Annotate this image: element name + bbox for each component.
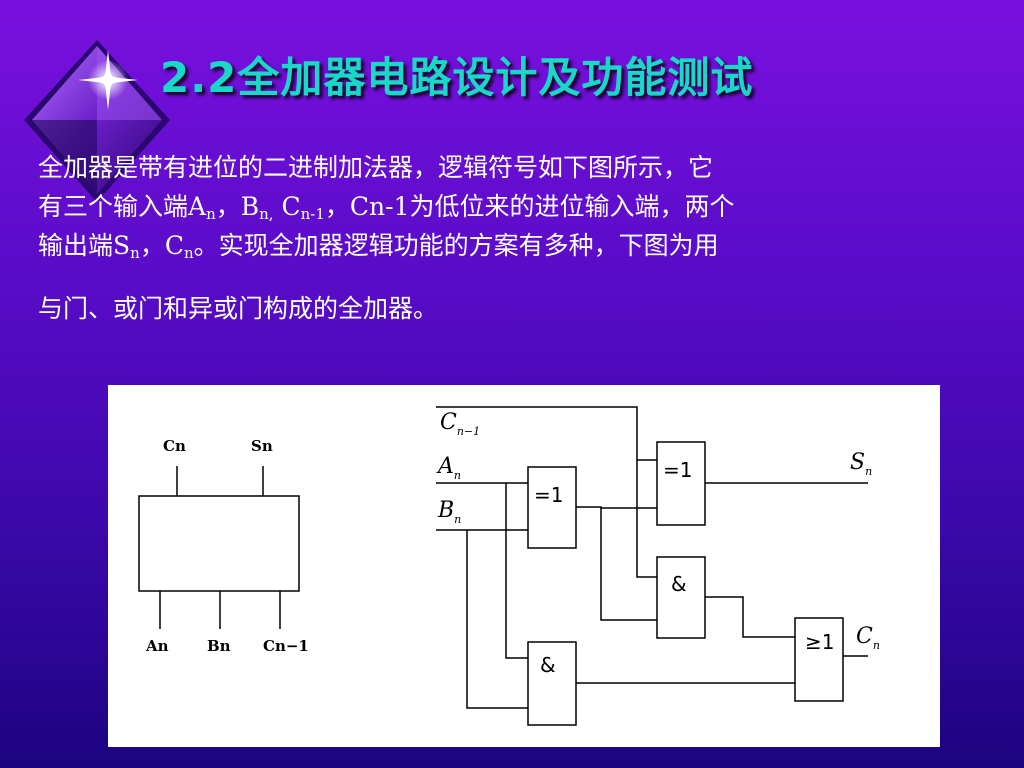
subscript: n, (259, 205, 274, 223)
label-sub: n (873, 639, 880, 652)
circuit-diagram: Cn Sn An Bn Cn−1 =1 =1 & & ≥1 Cn−1 An Bn… (138, 406, 880, 726)
subscript: n (130, 244, 140, 262)
and-gate-2-label: & (540, 653, 556, 677)
symbol-label-an: An (145, 637, 169, 655)
label-sub: n (865, 465, 872, 478)
full-adder-symbol-box (138, 495, 300, 592)
xor-gate-1-label: =1 (534, 483, 563, 507)
and-gate-1 (656, 556, 706, 639)
wires (436, 406, 868, 709)
paragraph-line-4: 与门、或门和异或门构成的全加器。 (38, 294, 439, 323)
and-gate-1-label: & (671, 572, 687, 596)
text-segment: 输出端S (38, 231, 131, 260)
subscript: n (183, 244, 194, 262)
xor-gate-2 (656, 441, 706, 526)
symbol-label-sn: Sn (251, 437, 273, 455)
or-gate-1 (794, 617, 844, 702)
subscript: n-1 (300, 205, 325, 223)
full-adder-figure: Cn Sn An Bn Cn−1 =1 =1 & & ≥1 Cn−1 An Bn… (108, 385, 940, 747)
text-segment: C (273, 192, 301, 221)
star-diamond-logo (24, 40, 170, 202)
paragraph-line-2: 有三个输入端An，Bn, Cn-1，Cn-1为低位来的进位输入端，两个 (38, 187, 968, 226)
label-main: S (850, 450, 865, 475)
symbol-label-cn: Cn (163, 437, 186, 455)
text-segment: ，C (139, 231, 184, 260)
input-label-cn-1: Cn−1 (440, 410, 480, 438)
label-main: B (437, 498, 454, 523)
label-sub: n−1 (457, 425, 480, 438)
label-sub: n (454, 469, 461, 482)
subscript: n (206, 205, 216, 223)
symbol-label-cn1: Cn−1 (263, 637, 309, 655)
text-segment: ，B (215, 192, 260, 221)
label-main: A (436, 454, 454, 479)
xor-gate-1 (527, 466, 577, 549)
label-main: C (440, 410, 457, 435)
input-label-an: An (436, 454, 461, 482)
label-sub: n (454, 513, 461, 526)
output-label-sn: Sn (850, 450, 872, 478)
text-segment: 。实现全加器逻辑功能的方案有多种，下图为用 (193, 231, 719, 260)
paragraph-line-1: 全加器是带有进位的二进制加法器，逻辑符号如下图所示，它 (38, 153, 714, 182)
text-segment: ，Cn-1为低位来的进位输入端，两个 (324, 192, 735, 221)
xor-gate-2-label: =1 (663, 458, 692, 482)
output-label-cn: Cn (856, 624, 880, 652)
symbol-label-bn: Bn (207, 637, 231, 655)
description-paragraph: 全加器是带有进位的二进制加法器，逻辑符号如下图所示，它 有三个输入端An，Bn,… (38, 148, 968, 328)
label-main: C (856, 624, 873, 649)
or-gate-1-label: ≥1 (805, 630, 834, 654)
text-segment: 有三个输入端A (38, 192, 207, 221)
slide-title: 2.2全加器电路设计及功能测试 (160, 53, 754, 102)
input-label-bn: Bn (437, 498, 461, 526)
paragraph-line-3: 输出端Sn，Cn。实现全加器逻辑功能的方案有多种，下图为用 (38, 226, 968, 265)
